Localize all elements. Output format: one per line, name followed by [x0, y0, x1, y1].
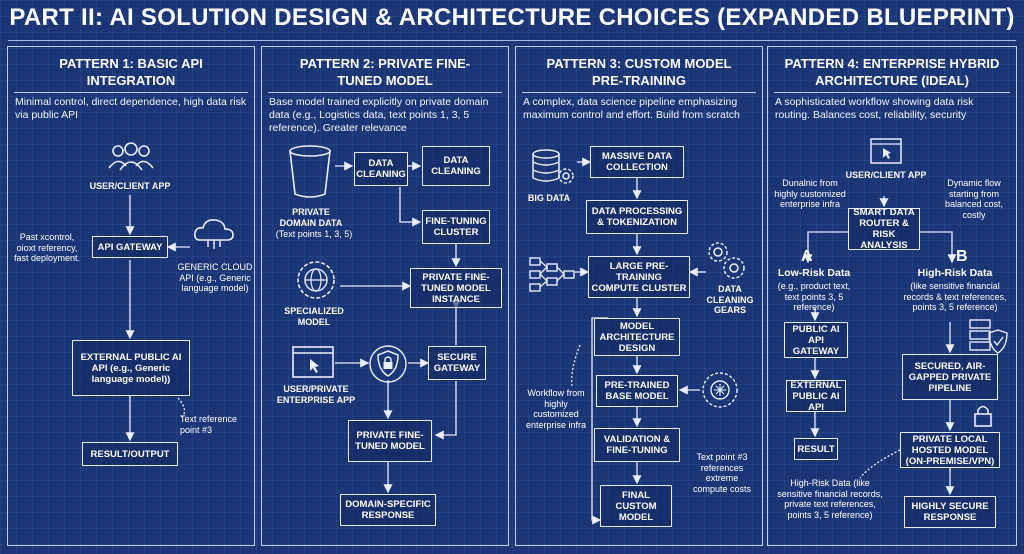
p2-data-cleaning-2: DATA CLEANING: [422, 146, 490, 186]
p3-final-model: FINAL CUSTOM MODEL: [600, 485, 672, 527]
p2-bucket-label: PRIVATE DOMAIN DATA: [279, 207, 343, 228]
pattern-3-description: A complex, data science pipeline emphasi…: [523, 96, 740, 121]
p2-user-app-label: USER/PRIVATE ENTERPRISE APP: [276, 384, 356, 405]
p3-gears-label: DATA CLEANING GEARS: [706, 284, 754, 315]
p1-api-gateway: API GATEWAY: [92, 236, 168, 258]
divider: [774, 92, 1010, 93]
p4-external-public-api: EXTERNAL PUBLIC AI API: [786, 380, 846, 413]
page-title: PART II: AI SOLUTION DESIGN & ARCHITECTU…: [9, 4, 1015, 31]
divider: [14, 92, 248, 93]
p3-workflow-note: Workflow from highly customized enterpri…: [525, 388, 587, 430]
p4-private-local-model: PRIVATE LOCAL HOSTED MODEL (ON-PREMISE/V…: [900, 432, 1000, 468]
pattern-3-panel: PATTERN 3: CUSTOM MODEL PRE-TRAINING A c…: [515, 46, 763, 546]
p4-low-risk-title: Low-Risk Data: [777, 267, 851, 279]
bucket-icon: [289, 145, 331, 198]
p3-architecture-design: MODEL ARCHITECTURE DESIGN: [594, 318, 680, 356]
pattern-2-panel: PATTERN 2: PRIVATE FINE-TUNED MODEL Base…: [261, 46, 509, 546]
p2-domain-response: DOMAIN-SPECIFIC RESPONSE: [340, 494, 436, 526]
users-icon: [108, 142, 154, 171]
pattern-3-title: PATTERN 3: CUSTOM MODEL PRE-TRAINING: [546, 56, 732, 88]
p4-low-risk-sub: (e.g., product text, text points 3, 5 re…: [777, 281, 851, 312]
p3-validation: VALIDATION & FINE-TUNING: [594, 428, 680, 462]
lock-icon: [974, 405, 992, 427]
pattern-1-panel: PATTERN 1: BASIC API INTEGRATION Minimal…: [7, 46, 255, 546]
globe-gear-icon: [297, 261, 335, 299]
p4-smart-router: SMART DATA ROUTER & RISK ANALYSIS: [848, 207, 920, 251]
app-window-icon: [870, 138, 902, 164]
database-icon: [532, 149, 574, 184]
gears-icon: [708, 242, 745, 279]
p2-bucket-sub: (Text points 1, 3, 5): [275, 229, 353, 239]
p4-high-risk-title: High-Risk Data: [917, 267, 993, 279]
p4-public-api-gateway: PUBLIC AI API GATEWAY: [784, 322, 848, 358]
divider: [522, 92, 756, 93]
p2-data-cleaning-1: DATA CLEANING: [354, 152, 408, 186]
p4-secured-pipeline: SECURED, AIR-GAPPED PRIVATE PIPELINE: [902, 354, 998, 400]
p3-base-model: PRE-TRAINED BASE MODEL: [596, 375, 678, 407]
p4-secure-response: HIGHLY SECURE RESPONSE: [904, 496, 996, 528]
pattern-2-title: PATTERN 2: PRIVATE FINE-TUNED MODEL: [299, 56, 471, 88]
pattern-2-description: Base model trained explicitly on private…: [269, 96, 489, 134]
p1-cloud-text: GENERIC CLOUD API (e.g., Generic languag…: [177, 262, 253, 293]
server-shield-icon: [969, 319, 1008, 354]
p2-fine-tuning-cluster: FINE-TUNING CLUSTER: [422, 210, 490, 244]
p1-user-label: USER/CLIENT APP: [89, 181, 171, 191]
p3-data-collection: MASSIVE DATA COLLECTION: [590, 146, 684, 178]
p4-route-b-label: B: [956, 248, 968, 265]
p4-note-left: Dunalnic from highly customized enterpri…: [774, 178, 846, 209]
p1-side-note: Past xcontrol, oioxt referency, fast dep…: [13, 232, 81, 263]
pattern-4-description: A sophisticated workflow showing data ri…: [775, 96, 974, 121]
pattern-1-title: PATTERN 1: BASIC API INTEGRATION: [59, 56, 203, 88]
p1-cloud-label: GENERIC CLOUD API (e.g., Generic languag…: [176, 262, 254, 294]
shield-lock-icon: [369, 345, 407, 383]
p4-high-risk-sub: (like sensitive financial records & text…: [903, 281, 1007, 312]
pattern-4-panel: PATTERN 4: ENTERPRISE HYBRID ARCHITECTUR…: [767, 46, 1017, 546]
p4-high-risk-note: High-Risk Data (like sensitive financial…: [777, 478, 883, 520]
pattern-4-title: PATTERN 4: ENTERPRISE HYBRID ARCHITECTUR…: [784, 56, 1000, 88]
p1-result-output: RESULT/OUTPUT: [82, 442, 178, 466]
p2-secure-gateway: SECURE GATEWAY: [428, 346, 486, 380]
p4-note-right: Dynamic flow starting from balanced cost…: [944, 178, 1004, 220]
brain-gear-icon: [702, 372, 738, 408]
app-window-icon: [292, 346, 334, 378]
p4-result: RESULT: [794, 438, 838, 460]
title-divider: [8, 40, 1016, 41]
p2-private-model: PRIVATE FINE-TUNED MODEL: [348, 420, 432, 462]
p2-specialized-label: SPECIALIZED MODEL: [284, 306, 344, 327]
network-icon: [529, 257, 575, 292]
p2-model-instance: PRIVATE FINE-TUNED MODEL INSTANCE: [410, 268, 502, 308]
p4-user-label: USER/CLIENT APP: [845, 170, 927, 180]
p1-external-api: EXTERNAL PUBLIC AI API (e.g., Generic la…: [72, 340, 190, 396]
p3-data-processing: DATA PROCESSING & TOKENIZATION: [586, 200, 688, 234]
p3-compute-cluster: LARGE PRE-TRAINING COMPUTE CLUSTER: [588, 256, 690, 298]
pattern-1-description: Minimal control, direct dependence, high…: [15, 96, 247, 121]
divider: [268, 92, 502, 93]
p1-ref-pointer: [177, 397, 186, 419]
p1-reference-note: Text reference point #3: [180, 414, 238, 435]
p3-text-point-note: Text point #3 references extreme compute…: [692, 452, 752, 494]
cloud-api-icon: [194, 219, 234, 249]
p3-big-data-label: BIG DATA: [527, 193, 571, 203]
p4-route-a-label: A: [801, 248, 813, 265]
